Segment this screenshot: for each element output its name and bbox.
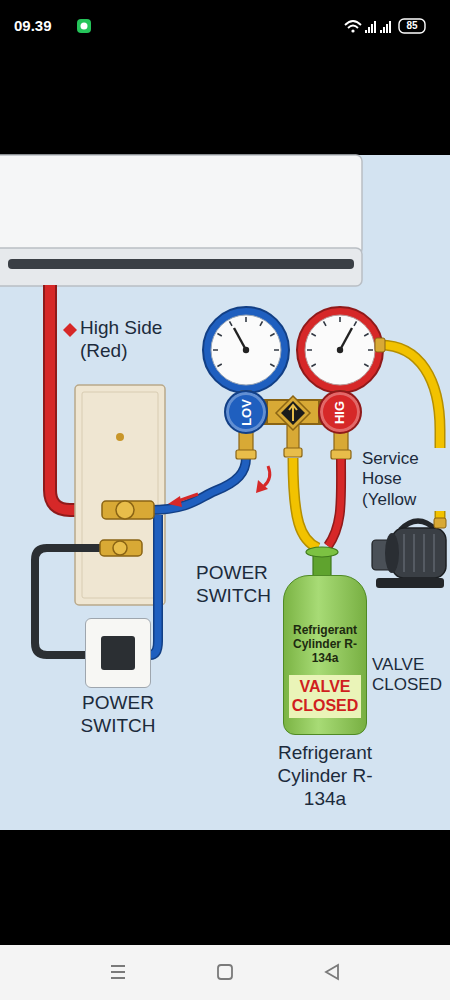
panel-screw xyxy=(116,433,124,441)
wifi-icon xyxy=(345,21,361,28)
valve-knob-label: HIG xyxy=(334,400,347,423)
ac-unit-base xyxy=(0,248,362,286)
hose-nut xyxy=(331,450,351,459)
valve-nut xyxy=(113,541,127,555)
pump-inlet xyxy=(434,518,446,528)
flow-arrow xyxy=(178,494,198,501)
manifold-outline xyxy=(260,399,326,425)
yellow-hose-edge xyxy=(293,458,318,548)
pump-base xyxy=(376,578,444,588)
pump-cap xyxy=(385,533,399,573)
pump-fins xyxy=(404,534,434,572)
cylinder-label: Refrigerant Cylinder R-134a xyxy=(289,624,361,665)
cylinder-caption: Refrigerant Cylinder R-134a xyxy=(262,742,388,810)
blue-pipe-edge xyxy=(150,515,158,655)
flow-arrow-head xyxy=(168,496,182,507)
menu-icon xyxy=(111,966,125,978)
flow-arrow-head xyxy=(256,480,268,493)
valve-closed-label: VALVE CLOSED xyxy=(372,655,446,696)
ac-vent xyxy=(8,259,354,269)
blue-hose-edge xyxy=(150,458,246,510)
label-holder: 85 xyxy=(400,19,424,33)
yellow-hose xyxy=(293,458,318,548)
app-icon xyxy=(77,19,91,33)
battery-outline xyxy=(399,19,425,33)
power-switch: POWER SWITCH xyxy=(68,618,168,738)
navigation-bar xyxy=(0,945,450,1000)
hose-port xyxy=(334,432,348,452)
service-valve xyxy=(102,501,154,519)
signal-icon xyxy=(366,21,375,33)
gauge-face xyxy=(305,315,375,385)
label-holder: VALVE CLOSED xyxy=(372,655,446,696)
label-holder: 09.39 xyxy=(14,16,84,36)
gauge-scale xyxy=(307,317,373,367)
refrigerant-cylinder: Refrigerant Cylinder R-134aVALVE CLOSED xyxy=(283,575,367,735)
clock-time: 09.39 xyxy=(14,16,84,36)
gauge-face xyxy=(211,315,281,385)
hose-nut xyxy=(236,450,256,459)
app-icon-glyph xyxy=(81,23,88,30)
high-side-label: High Side (Red) xyxy=(80,317,184,363)
gauge-needle xyxy=(340,328,352,350)
cylinder-handwheel xyxy=(306,547,338,557)
power-switch-label: POWER SWITCH xyxy=(196,562,280,608)
home-icon xyxy=(218,965,232,979)
service-hose-label: Service Hose (Yellow xyxy=(360,448,446,511)
hose-port xyxy=(239,432,253,452)
red-hose-edge xyxy=(328,459,341,546)
wall-panel xyxy=(75,385,165,605)
manifold-diamond xyxy=(276,396,310,430)
service-valve xyxy=(100,540,142,556)
pump-motor xyxy=(392,528,446,578)
switch-plate xyxy=(85,618,151,688)
gauge-needle xyxy=(234,328,246,350)
label-holder: Service Hose (Yellow xyxy=(360,448,446,511)
low-side-knob: LOV xyxy=(224,390,268,434)
manifold-body xyxy=(268,401,318,423)
gauge-scale xyxy=(213,317,279,367)
manifold-symbol xyxy=(289,405,297,421)
label-holder: POWER SWITCH xyxy=(196,562,280,608)
signal-icon xyxy=(381,21,390,33)
blue-pipe xyxy=(150,515,158,655)
label-holder: Refrigerant Cylinder R-134a xyxy=(262,742,388,810)
wifi-dot xyxy=(351,29,354,32)
switch-rocker xyxy=(101,636,135,670)
blue-hose xyxy=(150,458,246,510)
back-icon xyxy=(326,965,338,979)
valve-nut xyxy=(116,501,134,519)
high-pressure-gauge xyxy=(297,307,383,393)
valve-status: VALVE CLOSED xyxy=(289,675,361,718)
hose-nut xyxy=(284,448,302,457)
label-holder: High Side (Red) xyxy=(80,317,184,363)
battery-level: 85 xyxy=(400,19,424,33)
ac-unit-body xyxy=(0,155,362,255)
manifold-diamond-core xyxy=(281,401,305,425)
low-pressure-gauge xyxy=(203,307,289,393)
flow-arrow xyxy=(264,466,270,486)
hose-nut xyxy=(375,338,385,352)
high-side-knob: HIG xyxy=(318,390,362,434)
valve-knob-label: LOV xyxy=(239,399,252,426)
label-marker xyxy=(63,323,77,337)
red-hose xyxy=(328,459,341,546)
switch-label: POWER SWITCH xyxy=(68,692,168,738)
wall-panel-inset xyxy=(82,392,158,598)
